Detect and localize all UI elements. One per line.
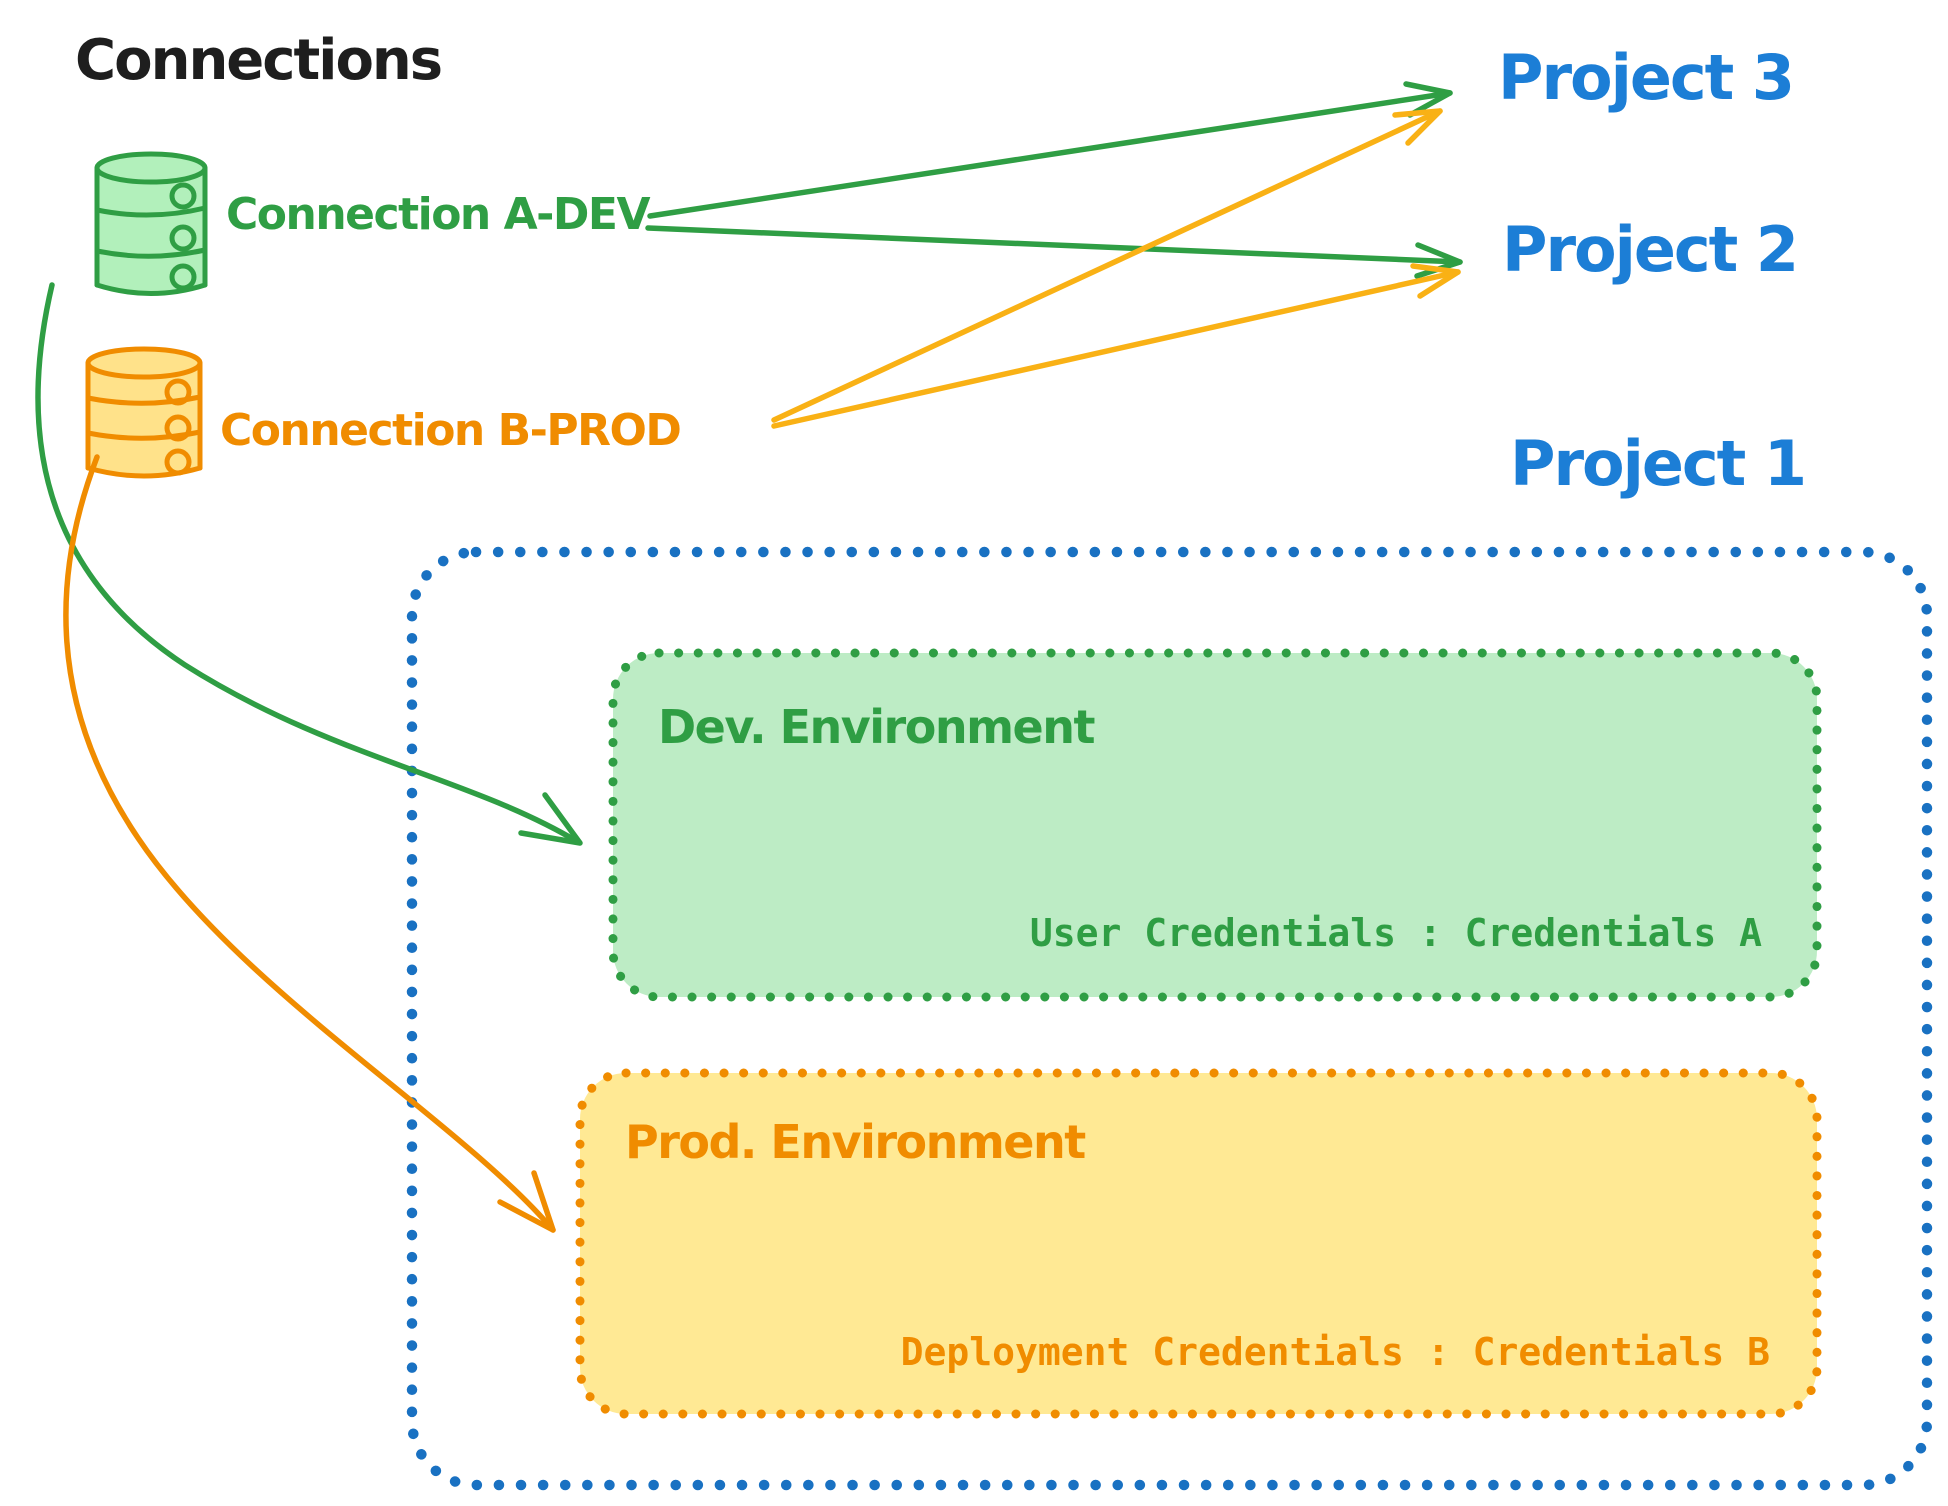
arrow-a-dev-to-dev-environment: [35, 282, 583, 846]
connection-a-dev-label: Connection A-DEV: [226, 189, 651, 240]
prod-credentials-label: Deployment Credentials : Credentials B: [900, 1330, 1770, 1374]
project1-box-border: [406, 546, 1933, 1491]
arrow-b-prod-to-project2: [771, 263, 1461, 429]
arrow-b-prod-to-prod-environment: [63, 454, 556, 1233]
arrow-a-dev-to-project3: [647, 81, 1453, 219]
dev-environment-title: Dev. Environment: [658, 700, 1095, 754]
arrow-b-prod-to-project3: [771, 108, 1443, 423]
dev-credentials-label: User Credentials : Credentials A: [1029, 911, 1762, 955]
dev-environment-box: [608, 648, 1822, 1002]
database-icon: [94, 151, 208, 296]
connections-title: Connections: [75, 28, 443, 93]
project2-label: Project 2: [1502, 213, 1799, 286]
project1-label: Project 1: [1510, 427, 1807, 500]
prod-environment-title: Prod. Environment: [625, 1115, 1086, 1169]
arrow-a-dev-to-project2: [645, 225, 1463, 279]
project3-label: Project 3: [1498, 41, 1795, 114]
connection-b-prod-label: Connection B-PROD: [220, 405, 682, 456]
prod-environment-box: [575, 1068, 1822, 1419]
database-icon: [85, 346, 203, 479]
